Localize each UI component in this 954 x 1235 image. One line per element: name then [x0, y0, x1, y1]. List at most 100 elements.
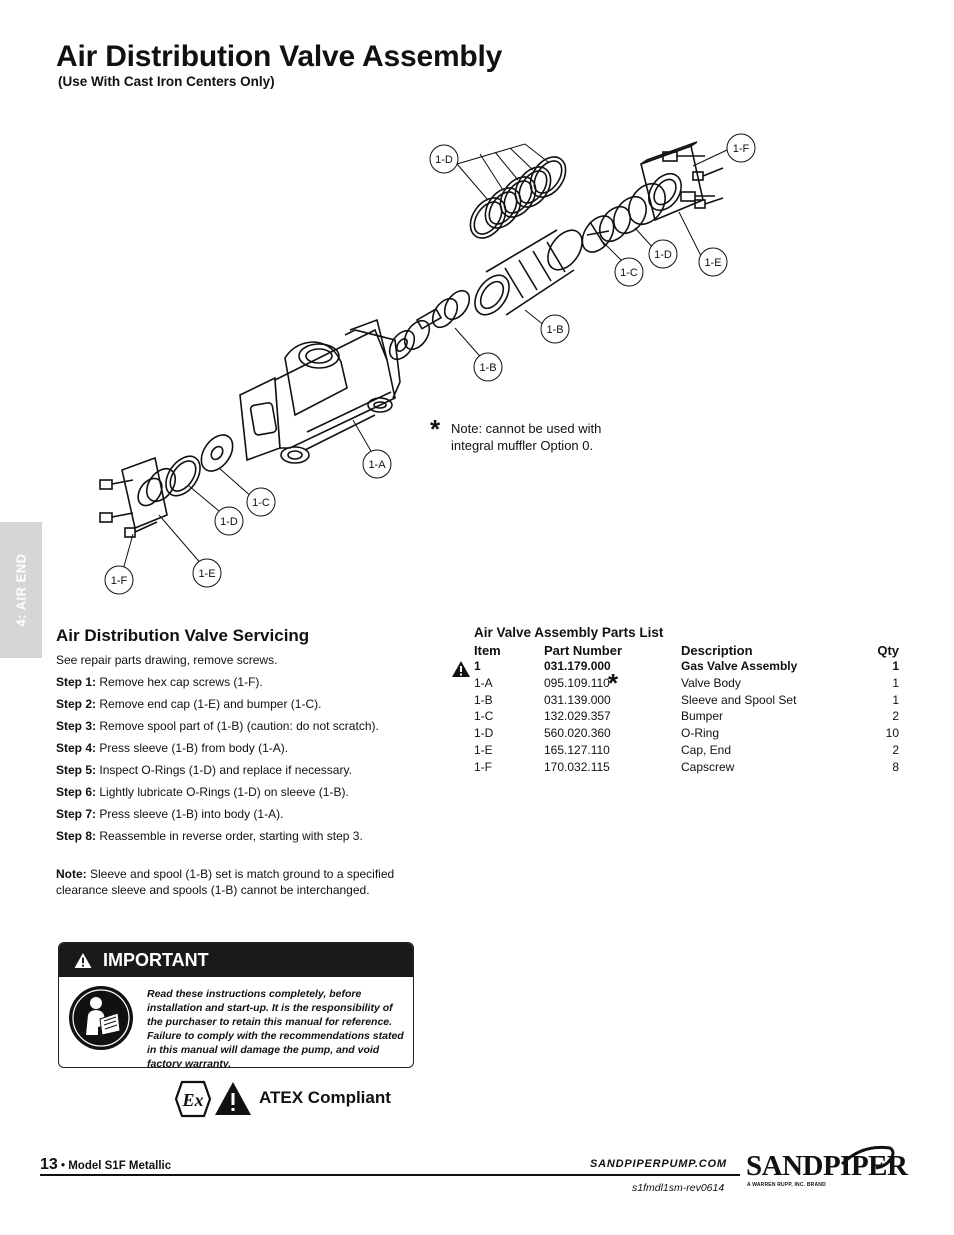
cell-part: 170.032.115: [544, 759, 610, 774]
cell-qty: 2: [892, 742, 899, 757]
important-label: IMPORTANT: [103, 950, 209, 970]
table-row: 1 031.179.000 Gas Valve Assembly 1: [474, 659, 899, 676]
cell-qty: 1: [892, 675, 899, 690]
section-side-tab-label: 4: AIR END: [13, 553, 29, 627]
atex-compliant-label: ATEX Compliant: [259, 1088, 391, 1107]
table-row: 1-F 170.032.115 Capscrew 8: [474, 760, 899, 777]
section-side-tab: 4: AIR END: [0, 522, 42, 658]
sandpiper-logo: SANDPIPER A WARREN RUPP, INC. BRAND: [744, 1142, 908, 1190]
servicing-step: Step 5: Inspect O-Rings (1-D) and replac…: [56, 763, 352, 777]
servicing-instructions: See repair parts drawing, remove screws.…: [56, 652, 446, 904]
valve-body: [239, 318, 401, 464]
servicing-step: Step 1: Remove hex cap screws (1-F).: [56, 675, 263, 689]
cell-item: 1-F: [474, 759, 492, 774]
parts-table-header: Item Part Number Description Qty: [474, 642, 899, 659]
footer-rule: [40, 1174, 740, 1176]
cell-part: 132.029.357: [544, 709, 611, 724]
cell-desc: Cap, End: [681, 742, 732, 757]
end-cap-left: [99, 456, 177, 538]
callout-label: 1-E: [198, 568, 215, 580]
exploded-assembly-diagram: 1-D 1-F 1-D 1-E 1-C 1-B 1-B 1-A 1-C 1-D …: [99, 133, 756, 595]
servicing-step: Step 4: Press sleeve (1-B) from body (1-…: [56, 741, 289, 755]
cell-desc: Sleeve and Spool Set: [681, 692, 797, 707]
callout-label: 1-B: [546, 324, 563, 336]
o-ring-group-upper: [469, 156, 567, 239]
page-title: Air Distribution Valve Assembly: [56, 40, 503, 73]
cell-item: 1-E: [474, 742, 493, 757]
warning-triangle-icon: [452, 661, 470, 677]
cell-item: 1-D: [474, 726, 494, 741]
cell-part: 095.109.110: [544, 675, 610, 690]
col-header-item: Item: [474, 643, 501, 658]
logo-swoosh-icon: [840, 1145, 895, 1170]
servicing-intro: See repair parts drawing, remove screws.: [56, 653, 278, 667]
page-number: 13: [40, 1156, 58, 1173]
table-row: 1-B 031.139.000 Sleeve and Spool Set 1: [474, 693, 899, 710]
callout-label: 1-B: [479, 362, 496, 374]
col-header-desc: Description: [681, 643, 753, 658]
col-header-qty: Qty: [877, 643, 899, 658]
end-cap-right: [581, 141, 724, 253]
page-subtitle: (Use With Cast Iron Centers Only): [58, 74, 275, 89]
left-bumper-oring: [165, 434, 234, 497]
spool: [388, 289, 471, 361]
table-row: 1-E 165.127.110 Cap, End 2: [474, 743, 899, 760]
servicing-heading: Air Distribution Valve Servicing: [56, 626, 310, 645]
ex-mark-text: Ex: [181, 1090, 203, 1110]
warning-triangle-icon: [74, 952, 92, 969]
ex-hexagon-icon: Ex: [174, 1080, 212, 1118]
parts-list-title: Air Valve Assembly Parts List: [474, 625, 664, 640]
cell-part: 165.127.110: [544, 742, 610, 757]
servicing-step: Step 8: Reassemble in reverse order, sta…: [56, 829, 363, 843]
atex-marks: Ex: [174, 1080, 251, 1118]
cell-desc: Capscrew: [681, 759, 735, 774]
parts-table: Item Part Number Description Qty 1 031.1…: [474, 642, 899, 777]
cell-item: 1: [474, 659, 481, 673]
callout-label: 1-F: [111, 575, 128, 587]
website-link[interactable]: SANDPIPERPUMP.COM: [590, 1158, 727, 1170]
cell-qty: 8: [892, 759, 899, 774]
logo-wordmark: SANDPIPER: [746, 1150, 908, 1182]
table-row: 1-D 560.020.360 O-Ring 10: [474, 726, 899, 743]
col-header-part: Part Number: [544, 643, 623, 658]
cell-qty: 2: [892, 709, 899, 724]
servicing-note: Note: Sleeve and spool (1-B) set is matc…: [56, 867, 395, 897]
diagram-note-line: Note: cannot be used with: [451, 421, 602, 436]
cell-qty: 1: [892, 692, 899, 707]
sleeve: [474, 229, 583, 316]
cell-part: 560.020.360: [544, 726, 611, 741]
callout-label: 1-D: [220, 516, 238, 528]
note-asterisk: *: [430, 414, 441, 444]
cell-item: 1-C: [474, 709, 494, 724]
cell-item: 1-A: [474, 675, 493, 690]
diagram-note: Note: cannot be used with integral muffl…: [451, 420, 601, 454]
cell-part: 031.179.000: [544, 659, 611, 673]
important-header: IMPORTANT: [59, 943, 413, 977]
callout-label: 1-E: [704, 257, 721, 269]
cell-item: 1-B: [474, 692, 493, 707]
read-manual-icon: [69, 986, 133, 1050]
callout-label: 1-A: [368, 459, 386, 471]
callout-label: 1-C: [620, 267, 638, 279]
table-row: 1-A 095.109.110 Valve Body 1: [474, 676, 899, 693]
warning-triangle-icon: [215, 1082, 251, 1115]
callout-label: 1-C: [252, 497, 270, 509]
parts-list: Air Valve Assembly Parts List Item Part …: [474, 625, 899, 777]
cell-qty: 10: [885, 726, 899, 741]
cell-desc: Gas Valve Assembly: [681, 659, 798, 673]
parts-asterisk: *: [608, 668, 619, 698]
table-row: 1-C 132.029.357 Bumper 2: [474, 709, 899, 726]
callout-label: 1-D: [435, 154, 453, 166]
servicing-step: Step 6: Lightly lubricate O-Rings (1-D) …: [56, 785, 349, 799]
logo-tagline: A WARREN RUPP, INC. BRAND: [747, 1182, 826, 1188]
cell-qty: 1: [892, 659, 899, 673]
document-code: s1fmdl1sm-rev0614: [632, 1182, 725, 1194]
cell-desc: Bumper: [681, 709, 724, 724]
servicing-step: Step 2: Remove end cap (1-E) and bumper …: [56, 697, 322, 711]
cell-desc: O-Ring: [681, 726, 720, 741]
diagram-note-line: integral muffler Option 0.: [451, 438, 594, 453]
servicing-step: Step 3: Remove spool part of (1-B) (caut…: [56, 719, 379, 733]
important-notice: IMPORTANT Read these instructions comple…: [58, 942, 414, 1068]
model-name: • Model S1F Metallic: [61, 1160, 172, 1172]
callout-label: 1-D: [654, 249, 672, 261]
